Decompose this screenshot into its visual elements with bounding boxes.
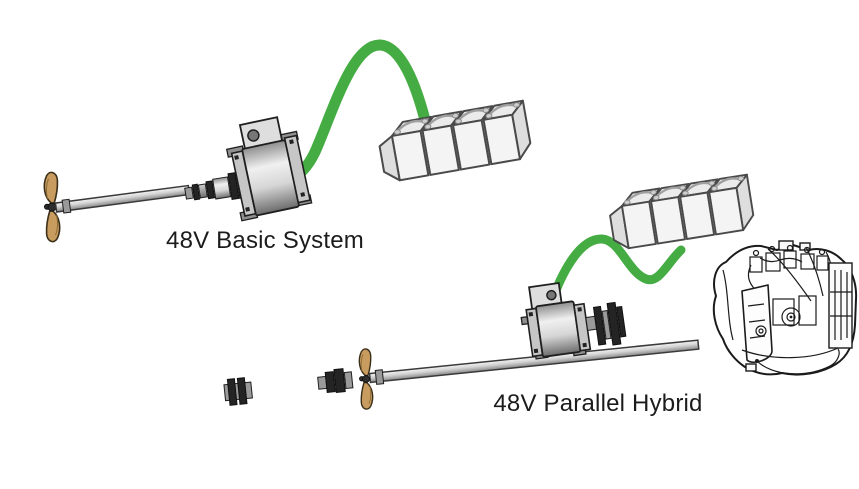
battery-bank-icon bbox=[605, 173, 757, 252]
battery-bank-icon bbox=[374, 99, 534, 184]
shaft-pulley bbox=[223, 377, 253, 406]
power-cable bbox=[546, 234, 686, 308]
basic-system-label: 48V Basic System bbox=[166, 227, 364, 254]
basic-system-diagram bbox=[40, 39, 534, 243]
parallel-hybrid-diagram bbox=[223, 173, 858, 411]
electric-motor-icon bbox=[225, 116, 313, 222]
shaft-coupling bbox=[184, 170, 248, 201]
motor-pulley bbox=[585, 301, 627, 346]
diesel-engine-icon bbox=[712, 240, 858, 376]
electric-motor-icon bbox=[520, 282, 627, 360]
propeller-shaft bbox=[54, 184, 191, 214]
propeller-shaft bbox=[223, 339, 700, 406]
engine-coupling bbox=[317, 368, 354, 394]
parallel-hybrid-label: 48V Parallel Hybrid bbox=[493, 390, 703, 417]
